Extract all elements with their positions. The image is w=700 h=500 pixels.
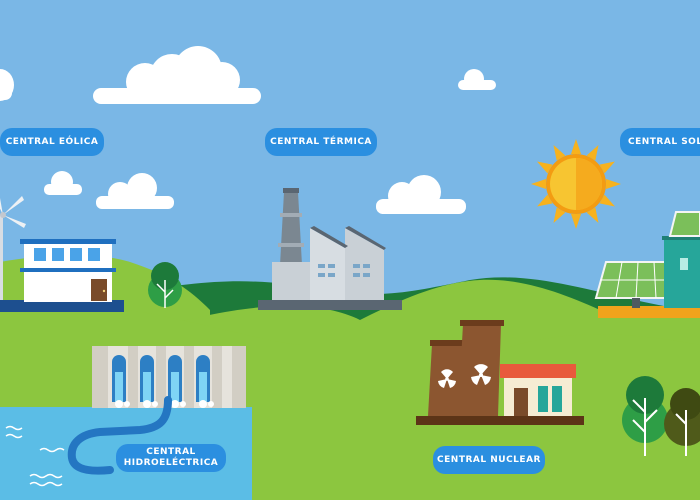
tree-icon	[664, 388, 700, 456]
label-hidro-line2: HIDROELÉCTRICA	[123, 458, 219, 468]
dam-icon	[0, 346, 252, 500]
factory-icon	[258, 188, 402, 310]
cloud-icon	[458, 69, 496, 90]
label-central-termica: CENTRAL TÉRMICA	[265, 128, 377, 156]
cloud-icon	[93, 46, 261, 104]
label-central-solar: CENTRAL SOLAR	[620, 128, 700, 156]
sun-icon	[531, 139, 621, 229]
solar-panel-icon	[594, 211, 700, 318]
cloud-icon	[376, 175, 466, 214]
wind-turbine-icon	[0, 196, 26, 305]
tree-icon	[148, 262, 182, 308]
tree-icon	[622, 376, 668, 456]
house-icon	[500, 364, 576, 416]
house-icon	[0, 239, 124, 312]
label-central-hidroelectrica: CENTRAL HIDROELÉCTRICA	[116, 444, 226, 472]
label-central-nuclear: CENTRAL NUCLEAR	[433, 446, 545, 474]
cloud-icon	[44, 171, 82, 195]
radiation-icon	[438, 369, 456, 388]
radiation-icon	[471, 364, 491, 385]
cloud-icon	[96, 173, 174, 209]
label-hidro-line1: CENTRAL	[146, 447, 196, 457]
cloud-icon	[0, 69, 14, 101]
label-central-eolica: CENTRAL EÓLICA	[0, 128, 104, 156]
